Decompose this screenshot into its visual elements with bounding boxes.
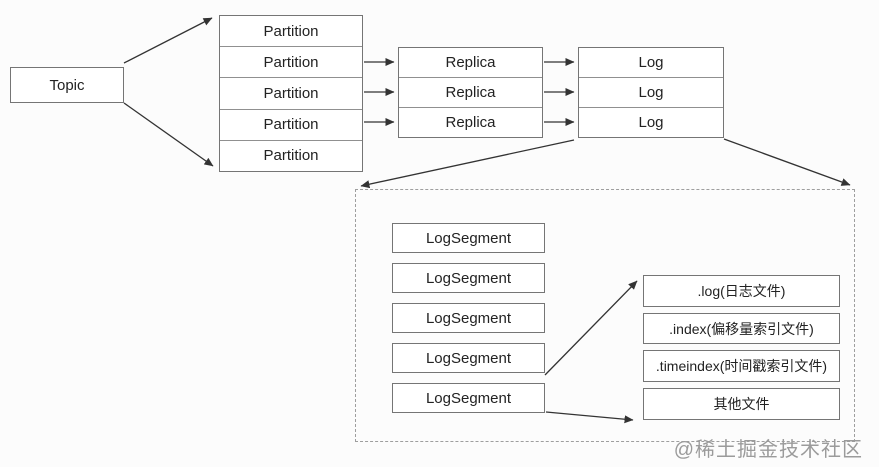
replica-stack: Replica Replica Replica xyxy=(398,47,543,138)
log-segment-node: LogSegment xyxy=(392,263,545,293)
log-file-node: .log(日志文件) xyxy=(643,275,840,307)
replica-node: Replica xyxy=(399,77,542,107)
log-segment-node: LogSegment xyxy=(392,223,545,253)
arrow-log-to-detail-left xyxy=(360,139,575,189)
topic-node: Topic xyxy=(10,67,124,103)
partition-stack: Partition Partition Partition Partition … xyxy=(219,15,363,172)
log-node: Log xyxy=(579,107,723,137)
watermark-text: @稀土掘金技术社区 xyxy=(673,439,863,461)
other-files-node: 其他文件 xyxy=(643,388,840,420)
arrow-topic-to-partition-top xyxy=(123,17,213,64)
arrow-topic-to-partition-bottom xyxy=(123,102,214,167)
partition-node: Partition xyxy=(220,139,362,171)
log-node: Log xyxy=(638,54,664,71)
index-file-node: .index(偏移量索引文件) xyxy=(643,313,840,344)
topic-label: Topic xyxy=(49,76,85,94)
arrow-log-to-detail-right xyxy=(723,138,851,186)
log-stack: Log Log Log xyxy=(578,47,724,138)
log-segment-node: LogSegment xyxy=(392,383,545,413)
log-detail-region xyxy=(355,189,855,442)
log-segment-node: LogSegment xyxy=(392,303,545,333)
partition-node: Partition xyxy=(220,46,362,77)
log-node: Log xyxy=(579,77,723,107)
partition-node: Partition xyxy=(220,77,362,108)
partition-node: Partition xyxy=(263,22,319,40)
timeindex-file-node: .timeindex(时间戳索引文件) xyxy=(643,350,840,382)
log-segment-node: LogSegment xyxy=(392,343,545,373)
partition-node: Partition xyxy=(220,108,362,140)
replica-node: Replica xyxy=(399,107,542,137)
replica-node: Replica xyxy=(445,54,496,71)
